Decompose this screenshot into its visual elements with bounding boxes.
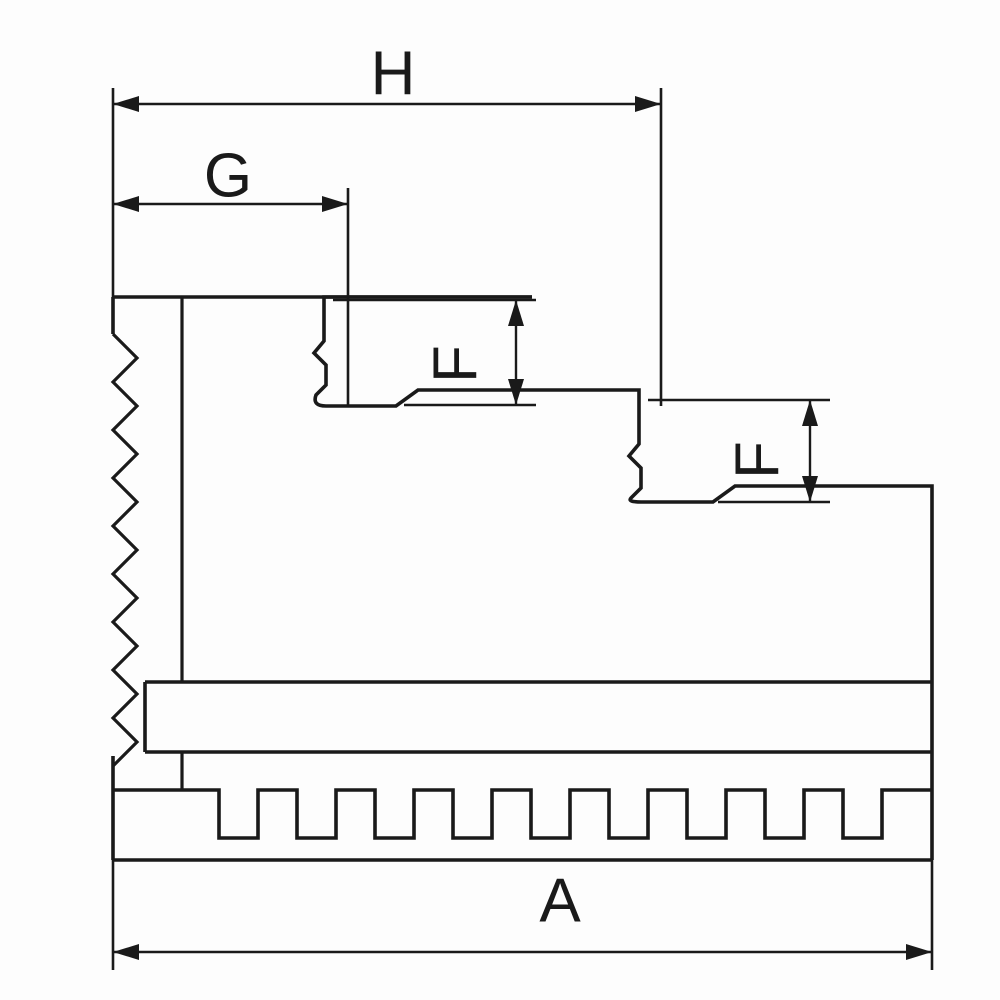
mid-band-slot xyxy=(143,680,932,754)
dimension-arrowhead xyxy=(906,944,932,960)
dimension-arrowhead xyxy=(508,379,524,405)
dimension-arrowhead xyxy=(635,96,661,112)
dimension-arrowhead xyxy=(802,476,818,502)
dimension-label-A: A xyxy=(539,866,581,935)
dimension-label-G: G xyxy=(204,141,252,210)
dimension-arrowhead xyxy=(113,96,139,112)
dimension-label-F-upper: F xyxy=(421,345,490,383)
dimension-arrowhead xyxy=(113,944,139,960)
dimension-arrowhead xyxy=(508,300,524,326)
arrowheads-group xyxy=(113,96,932,960)
dimension-label-H: H xyxy=(371,39,416,108)
dimension-arrowhead xyxy=(322,196,348,212)
dimension-labels-group: H G F F A xyxy=(204,39,792,935)
dimension-arrowhead xyxy=(113,196,139,212)
part-main-body-outline xyxy=(311,295,934,790)
part-outline-group xyxy=(110,295,934,862)
dimension-lines-group xyxy=(111,88,934,970)
dimension-label-F-lower: F xyxy=(723,441,792,479)
body-top-edge xyxy=(111,295,532,860)
jaw-teeth-profile xyxy=(113,788,934,862)
dimension-arrowhead xyxy=(802,400,818,426)
thread-serration-profile xyxy=(110,332,140,768)
